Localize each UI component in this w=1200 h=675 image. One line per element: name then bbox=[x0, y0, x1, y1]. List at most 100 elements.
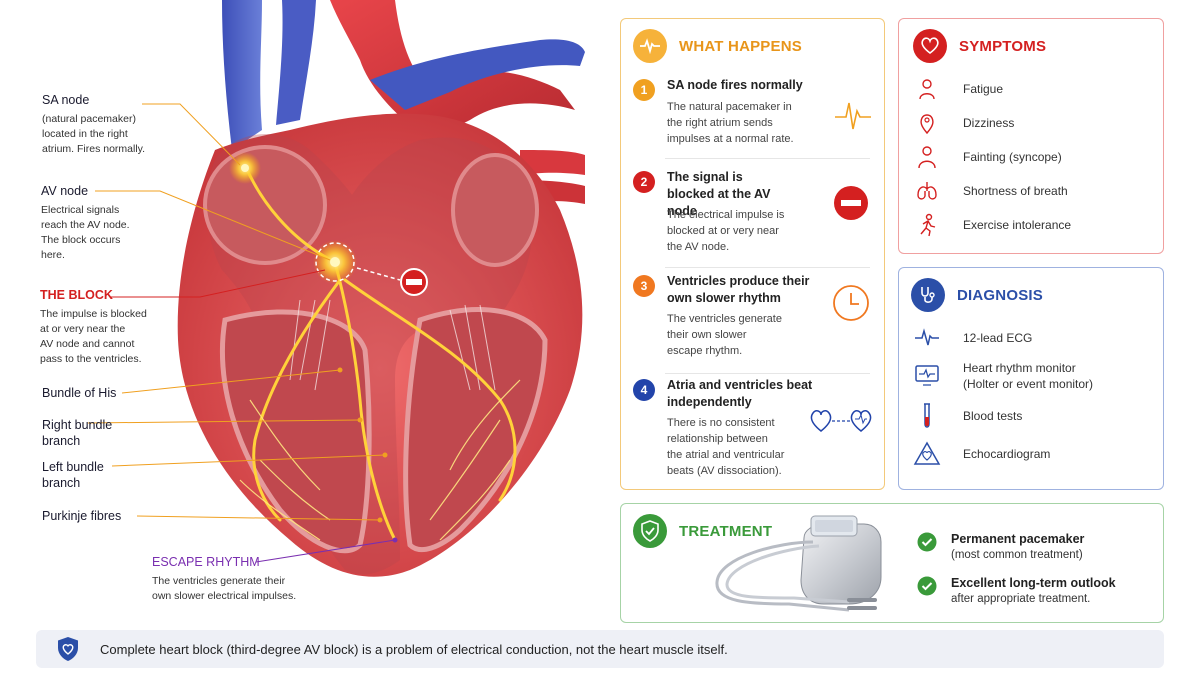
step-title: The signal is blocked at the AV node bbox=[667, 170, 771, 218]
label-right-bundle-branch: Right bundle branch bbox=[42, 417, 112, 449]
step-desc: The electrical impulse is blocked at or … bbox=[667, 207, 827, 255]
sa-desc-line: located in the right bbox=[42, 128, 128, 140]
step-desc-line: the atrial and ventricular bbox=[667, 449, 785, 461]
diagnosis-label: 12-lead ECG bbox=[963, 330, 1032, 346]
divider bbox=[665, 267, 870, 268]
step-desc-line: There is no consistent bbox=[667, 417, 775, 429]
step-title: Ventricles produce their own slower rhyt… bbox=[667, 274, 810, 305]
heart-badge-icon bbox=[913, 29, 947, 63]
block-desc-line: The impulse is blocked bbox=[40, 308, 147, 320]
escape-title: ESCAPE RHYTHM bbox=[152, 555, 260, 569]
diagnosis-line: Echocardiogram bbox=[963, 447, 1051, 461]
check-circle-icon bbox=[917, 576, 937, 596]
lbb-line: branch bbox=[42, 476, 81, 490]
sa-desc-line: (natural pacemaker) bbox=[42, 113, 136, 125]
step-title: Atria and ventricles beat independently bbox=[667, 378, 813, 409]
escape-desc-line: own slower electrical impulses. bbox=[152, 590, 297, 602]
symptom-label: Exercise intolerance bbox=[963, 218, 1072, 232]
step-desc-line: The ventricles generate bbox=[667, 313, 782, 325]
diagnosis-line: 12-lead ECG bbox=[963, 331, 1033, 345]
shield-check-badge-icon bbox=[633, 514, 667, 548]
step-desc-line: impulses at a normal rate. bbox=[667, 133, 794, 145]
diagnosis-title: DIAGNOSIS bbox=[957, 286, 1043, 304]
treatment-item-title: Excellent long-term outlook bbox=[951, 576, 1116, 590]
dizzy-head-icon bbox=[913, 111, 941, 135]
escape-desc-line: The ventricles generate their bbox=[152, 575, 286, 587]
label-left-bundle-branch: Left bundle branch bbox=[42, 459, 104, 491]
label-escape-rhythm: ESCAPE RHYTHM The ventricles generate th… bbox=[152, 555, 352, 604]
symptoms-title: SYMPTOMS bbox=[959, 37, 1047, 55]
step-number: 1 bbox=[633, 79, 655, 101]
step-2: 2 The signal is blocked at the AV node T… bbox=[633, 170, 873, 271]
symptom-item: Shortness of breath bbox=[913, 179, 1068, 203]
diagnosis-card: DIAGNOSIS 12-lead ECG Heart rhythm monit… bbox=[898, 267, 1164, 490]
escape-desc: The ventricles generate their own slower… bbox=[152, 574, 352, 604]
step-4: 4 Atria and ventricles beat independentl… bbox=[633, 378, 873, 489]
step-desc-line: The natural pacemaker in bbox=[667, 101, 792, 113]
shield-heart-icon bbox=[58, 637, 78, 661]
fainting-person-icon bbox=[913, 145, 941, 169]
block-title: THE BLOCK bbox=[40, 288, 113, 302]
what-happens-card: WHAT HAPPENS 1 SA node fires normally Th… bbox=[620, 18, 885, 490]
footer-text: Complete heart block (third-degree AV bl… bbox=[100, 641, 728, 657]
av-node-desc: Electrical signals reach the AV node. Th… bbox=[41, 203, 161, 263]
step-3: 3 Ventricles produce their own slower rh… bbox=[633, 274, 873, 375]
step-desc-line: beats (AV dissociation). bbox=[667, 465, 782, 477]
treatment-title: TREATMENT bbox=[679, 522, 773, 540]
what-happens-title: WHAT HAPPENS bbox=[679, 37, 802, 55]
av-desc-line: The block occurs bbox=[41, 234, 121, 246]
symptom-item: Exercise intolerance bbox=[913, 213, 1071, 237]
tired-person-icon bbox=[913, 77, 941, 101]
ecg-badge-icon bbox=[633, 29, 667, 63]
footer-note: Complete heart block (third-degree AV bl… bbox=[36, 630, 1164, 668]
symptom-item: Fainting (syncope) bbox=[913, 145, 1062, 169]
step-desc-line: blocked at or very near bbox=[667, 225, 779, 237]
divider bbox=[665, 158, 870, 159]
test-tube-icon bbox=[913, 402, 941, 430]
step-title: SA node fires normally bbox=[667, 78, 803, 92]
label-the-block: THE BLOCK The impulse is blocked at or v… bbox=[40, 288, 180, 367]
label-bundle-of-his: Bundle of His bbox=[42, 386, 117, 400]
step-desc: There is no consistent relationship betw… bbox=[667, 415, 827, 479]
running-person-icon bbox=[913, 213, 941, 237]
step-desc: The natural pacemaker in the right atriu… bbox=[667, 99, 827, 147]
label-purkinje-fibres: Purkinje fibres bbox=[42, 509, 122, 523]
step-desc: The ventricles generate their own slower… bbox=[667, 311, 827, 359]
treatment-item: Excellent long-term outlook after approp… bbox=[917, 576, 1116, 605]
symptoms-header: SYMPTOMS bbox=[913, 29, 1046, 63]
step-number: 3 bbox=[633, 275, 655, 297]
ecg-icon bbox=[835, 102, 871, 130]
lbb-line: Left bundle bbox=[42, 460, 104, 474]
stethoscope-badge-icon bbox=[911, 278, 945, 312]
av-desc-line: reach the AV node. bbox=[41, 219, 130, 231]
diagnosis-label: Echocardiogram bbox=[963, 446, 1050, 462]
step-desc-line: relationship between bbox=[667, 433, 768, 445]
divider bbox=[665, 373, 870, 374]
heart-illustration bbox=[177, 0, 585, 577]
diagnosis-header: DIAGNOSIS bbox=[911, 278, 1043, 312]
step-number: 2 bbox=[633, 171, 655, 193]
sa-desc-line: atrium. Fires normally. bbox=[42, 143, 146, 155]
diagnosis-item: Heart rhythm monitor (Holter or event mo… bbox=[913, 360, 1093, 392]
treatment-item-desc: (most common treatment) bbox=[951, 549, 1083, 561]
diagnosis-item: Blood tests bbox=[913, 402, 1022, 430]
sa-node-desc: (natural pacemaker) located in the right… bbox=[42, 112, 182, 157]
leader-lines bbox=[87, 103, 398, 563]
what-happens-header: WHAT HAPPENS bbox=[633, 29, 802, 63]
symptom-label: Shortness of breath bbox=[963, 184, 1068, 198]
step-desc-line: The electrical impulse is bbox=[667, 209, 785, 221]
symptom-item: Fatigue bbox=[913, 77, 1003, 101]
av-desc-line: here. bbox=[41, 249, 65, 261]
symptom-item: Dizziness bbox=[913, 111, 1014, 135]
block-desc: The impulse is blocked at or very near t… bbox=[40, 307, 180, 367]
av-node-title: AV node bbox=[41, 184, 89, 198]
treatment-item: Permanent pacemaker (most common treatme… bbox=[917, 532, 1084, 561]
diagnosis-label: Heart rhythm monitor (Holter or event mo… bbox=[963, 360, 1093, 392]
lungs-icon bbox=[913, 179, 941, 203]
av-desc-line: Electrical signals bbox=[41, 204, 120, 216]
symptom-label: Fatigue bbox=[963, 82, 1004, 96]
diagnosis-line: Blood tests bbox=[963, 409, 1023, 423]
label-av-node: AV node Electrical signals reach the AV … bbox=[41, 184, 161, 263]
no-entry-icon bbox=[834, 186, 868, 220]
symptom-label: Dizziness bbox=[963, 116, 1015, 130]
